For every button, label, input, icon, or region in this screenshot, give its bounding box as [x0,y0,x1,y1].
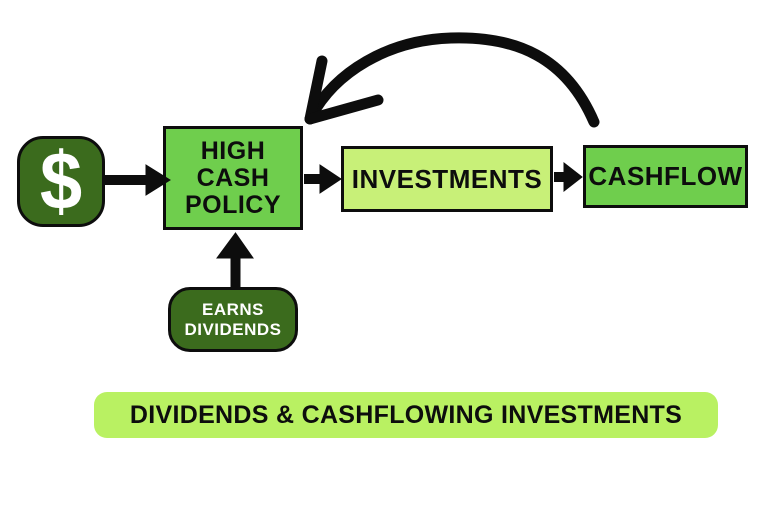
earns-dividends-box: EARNS DIVIDENDS [168,287,298,352]
dollar-sign-icon: $ [39,135,83,227]
high-cash-policy-box: HIGH CASH POLICY [163,126,303,230]
earns-dividends-line2: DIVIDENDS [184,319,282,339]
title-banner-label: DIVIDENDS & CASHFLOWING INVESTMENTS [129,400,683,429]
investments-label: INVESTMENTS [351,163,543,194]
high-cash-policy-line3: POLICY [184,190,282,219]
arrow-investments-to-cashflow [554,161,583,193]
earns-dividends-line1: EARNS [201,299,264,319]
arrow-cashflow-to-policy-curve [304,32,600,128]
cashflow-box: CASHFLOW [583,145,748,208]
dollar-badge: $ [17,136,105,227]
high-cash-policy-line2: CASH [196,163,270,192]
arrow-earns-to-policy [216,232,254,287]
arrow-policy-to-investments [304,164,342,194]
cashflow-label: CASHFLOW [588,161,743,191]
arrow-dollar-to-policy [105,164,171,196]
investments-box: INVESTMENTS [341,146,553,212]
title-banner: DIVIDENDS & CASHFLOWING INVESTMENTS [94,392,718,438]
high-cash-policy-line1: HIGH [200,136,266,165]
